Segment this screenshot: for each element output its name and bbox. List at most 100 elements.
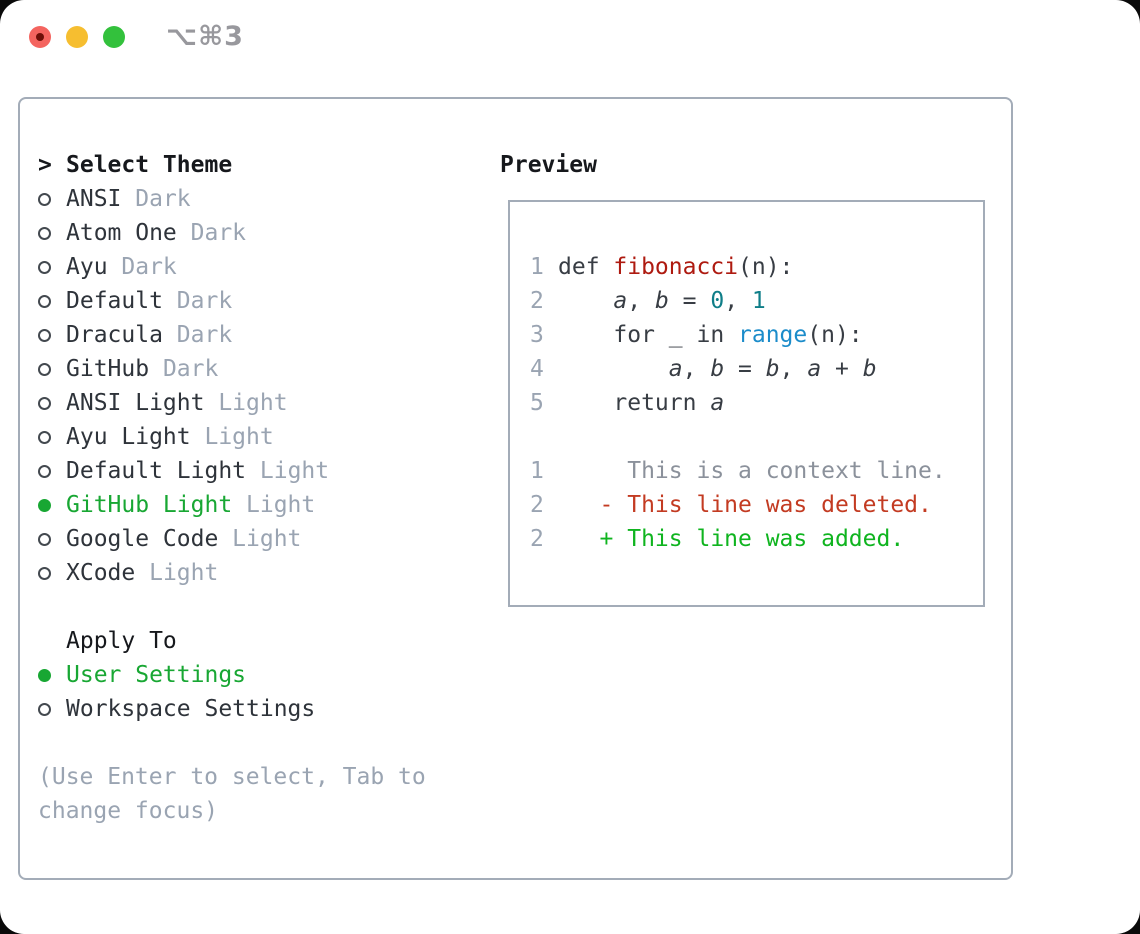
theme-variant: Light [218,390,288,416]
code-segment: a [613,288,628,314]
radio-icon [38,668,51,682]
code-segment: = [668,288,711,314]
theme-variant: Light [246,492,316,518]
code-segment: b [765,356,780,382]
theme-option[interactable]: Ayu Light Light [38,420,478,454]
spacer [38,590,478,624]
radio-icon [38,498,51,512]
code-segment: , [627,288,655,314]
theme-variant: Dark [121,254,177,280]
theme-variant: Dark [176,322,233,348]
apply-to-option[interactable]: Workspace Settings [38,692,478,726]
zoom-button[interactable] [103,26,125,48]
code-segment: , [682,356,711,382]
code-segment: + [821,356,863,382]
theme-option[interactable]: ANSI Dark [38,182,478,216]
apply-to-list: User Settings Workspace Settings [38,658,478,726]
theme-variant: Light [232,526,302,552]
preview-title: Preview [500,152,597,178]
theme-option[interactable]: XCode Light [38,556,478,590]
theme-option[interactable]: Google Code Light [38,522,478,556]
theme-variant: Dark [190,220,247,246]
apply-to-title: Apply To [66,628,177,654]
theme-option[interactable]: Dracula Dark [38,318,478,352]
radio-icon [38,464,51,478]
line-number: 1 [530,458,544,484]
preview-box: 1 def fibonacci(n): 2 a, b = 0, 1 3 for … [508,200,985,607]
theme-option[interactable]: GitHub Dark [38,352,478,386]
preview-section: Preview 1 def fibonacci(n): 2 a, b = 0, … [500,148,1000,607]
theme-variant: Dark [135,186,191,212]
line-content: for _ in range(n): [558,318,863,352]
radio-icon [38,566,51,580]
theme-name: ANSI Light [66,390,219,416]
theme-name: Google Code [66,526,233,552]
theme-option[interactable]: Ayu Dark [38,250,478,284]
line-number: 2 [530,288,544,314]
apply-to-option[interactable]: User Settings [38,658,478,692]
line-content: return a [558,386,724,420]
code-segment: def [558,254,614,280]
window-title: ⌥⌘3 [166,21,244,52]
radio-icon [38,396,51,410]
theme-option[interactable]: GitHub Light Light [38,488,478,522]
radio-icon [38,362,51,376]
theme-variant: Light [204,424,274,450]
theme-variant: Dark [162,356,219,382]
code-segment: range [738,322,808,348]
close-button[interactable] [29,26,51,48]
theme-name: Default Light [66,458,260,484]
theme-section-title: Select Theme [66,152,233,178]
radio-icon [38,294,51,308]
radio-icon [38,226,51,240]
theme-name: Atom One [66,220,191,246]
code-segment [558,356,669,382]
radio-icon [38,702,51,716]
radio-icon [38,532,51,546]
theme-option[interactable]: Atom One Dark [38,216,478,250]
code-segment: b [862,356,877,382]
code-segment: a [807,356,822,382]
selection-caret-icon: > [38,152,52,178]
code-segment: b [654,288,669,314]
theme-section: > Select Theme ANSI Dark Atom One Dark A… [38,148,478,828]
diff-preview: 1 This is a context line. 2 - This line … [530,454,983,556]
line-content: + This line was added. [558,526,905,552]
code-segment: , [724,288,752,314]
preview-line: 2 a, b = 0, 1 [530,284,983,318]
radio-icon [38,430,51,444]
minimize-button[interactable] [66,26,88,48]
theme-name: Dracula [66,322,177,348]
theme-option[interactable]: Default Dark [38,284,478,318]
diff-line-deleted: 2 - This line was deleted. [530,488,983,522]
line-content: a, b = 0, 1 [558,284,766,318]
line-content: a, b = b, a + b [558,352,877,386]
line-number: 5 [530,390,544,416]
code-segment: , [779,356,808,382]
preview-line: 1 def fibonacci(n): [530,250,983,284]
code-segment: for _ in [558,322,739,348]
theme-name: ANSI [66,186,136,212]
code-segment: a [710,390,725,416]
code-segment: (n): [807,322,863,348]
line-number: 4 [530,356,544,382]
theme-option[interactable]: ANSI Light Light [38,386,478,420]
theme-selector-panel: > Select Theme ANSI Dark Atom One Dark A… [18,97,1013,880]
code-segment: 0 [710,288,725,314]
theme-variant: Light [149,560,219,586]
spacer [530,420,983,454]
spacer [38,726,478,760]
code-segment: = [724,356,766,382]
help-text-line1: (Use Enter to select, Tab to [38,764,426,790]
code-segment: 1 [751,288,766,314]
preview-line: 3 for _ in range(n): [530,318,983,352]
line-content: - This line was deleted. [558,492,932,518]
apply-to-option-label: Workspace Settings [66,696,316,722]
theme-name: GitHub Light [66,492,247,518]
line-number: 2 [530,492,544,518]
theme-variant: Light [259,458,330,484]
theme-option[interactable]: Default Light Light [38,454,478,488]
theme-name: Ayu [66,254,122,280]
code-segment: b [710,356,725,382]
